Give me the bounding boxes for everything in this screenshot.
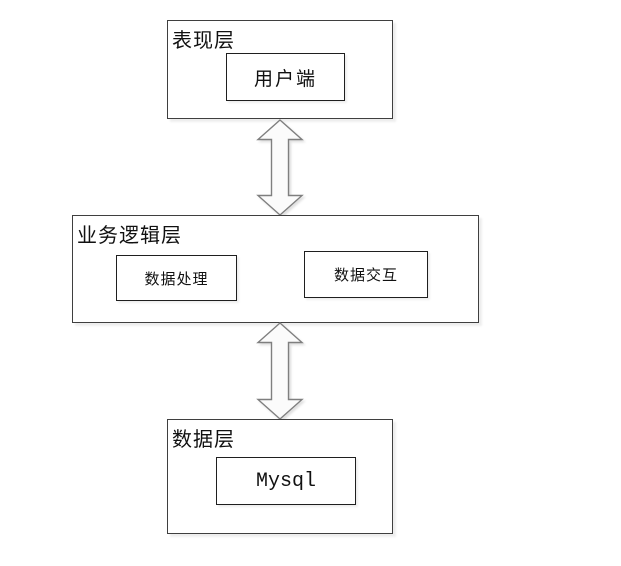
client-box: 用户端: [226, 53, 345, 101]
data-processing-box: 数据处理: [116, 255, 237, 301]
presentation-layer-box: 表现层 用户端: [167, 20, 393, 119]
mysql-label: Mysql: [255, 469, 316, 493]
business-logic-layer-title: 业务逻辑层: [77, 225, 182, 247]
presentation-layer-title: 表现层: [172, 30, 235, 52]
data-layer-title: 数据层: [172, 429, 235, 451]
client-box-label: 用户端: [253, 68, 317, 90]
data-processing-label: 数据处理: [144, 271, 209, 288]
data-interaction-box: 数据交互: [304, 251, 428, 298]
data-layer-box: 数据层 Mysql: [167, 419, 393, 534]
mysql-box: Mysql: [216, 457, 356, 505]
bidirectional-arrow-icon: [256, 119, 304, 216]
bidirectional-arrow-icon: [256, 322, 304, 420]
business-logic-layer-box: 业务逻辑层 数据处理 数据交互: [72, 215, 479, 323]
data-interaction-label: 数据交互: [333, 268, 398, 284]
